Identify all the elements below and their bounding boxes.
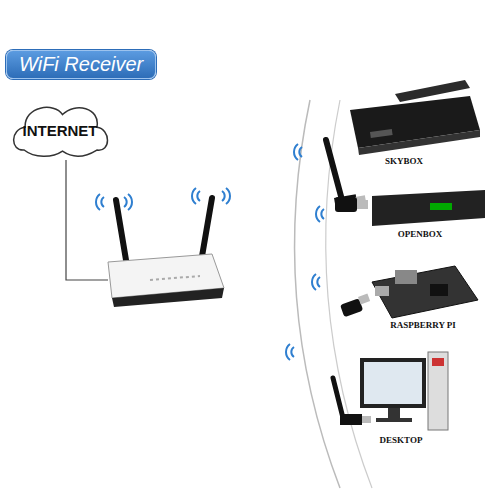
- raspberry-pi-board: [340, 266, 478, 318]
- cable: [66, 160, 108, 280]
- node-text: INTERNET: [10, 122, 111, 139]
- router: [108, 198, 224, 307]
- device-label: DESKTOP: [380, 435, 423, 445]
- skybox-device: [326, 80, 480, 210]
- device-label: OPENBOX: [398, 229, 443, 239]
- cloud-node: INTERNET: [10, 101, 111, 159]
- title-banner: WiFi Receiver: [6, 50, 156, 79]
- device-label: RASPBERRY PI: [390, 320, 456, 330]
- desktop-computer: [333, 352, 448, 430]
- curve: [326, 100, 372, 488]
- device-label: SKYBOX: [385, 156, 423, 166]
- openbox-device: [335, 190, 485, 226]
